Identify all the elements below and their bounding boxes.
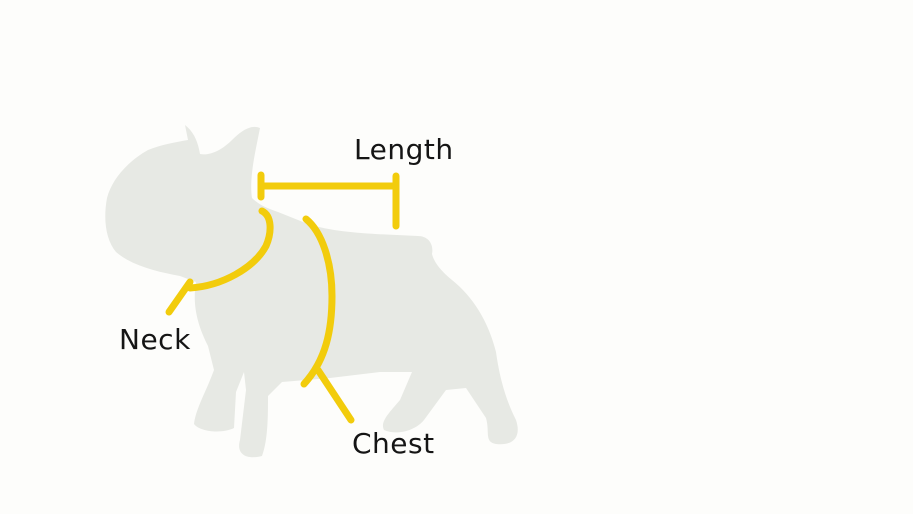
chest-measure-icon: [300, 215, 355, 424]
dog-silhouette-icon: [105, 125, 518, 458]
neck-measure-icon: [165, 207, 274, 316]
length-measure-icon: [257, 171, 400, 230]
length-label: Length: [354, 133, 454, 166]
chest-label: Chest: [352, 427, 435, 460]
neck-label: Neck: [119, 323, 191, 356]
